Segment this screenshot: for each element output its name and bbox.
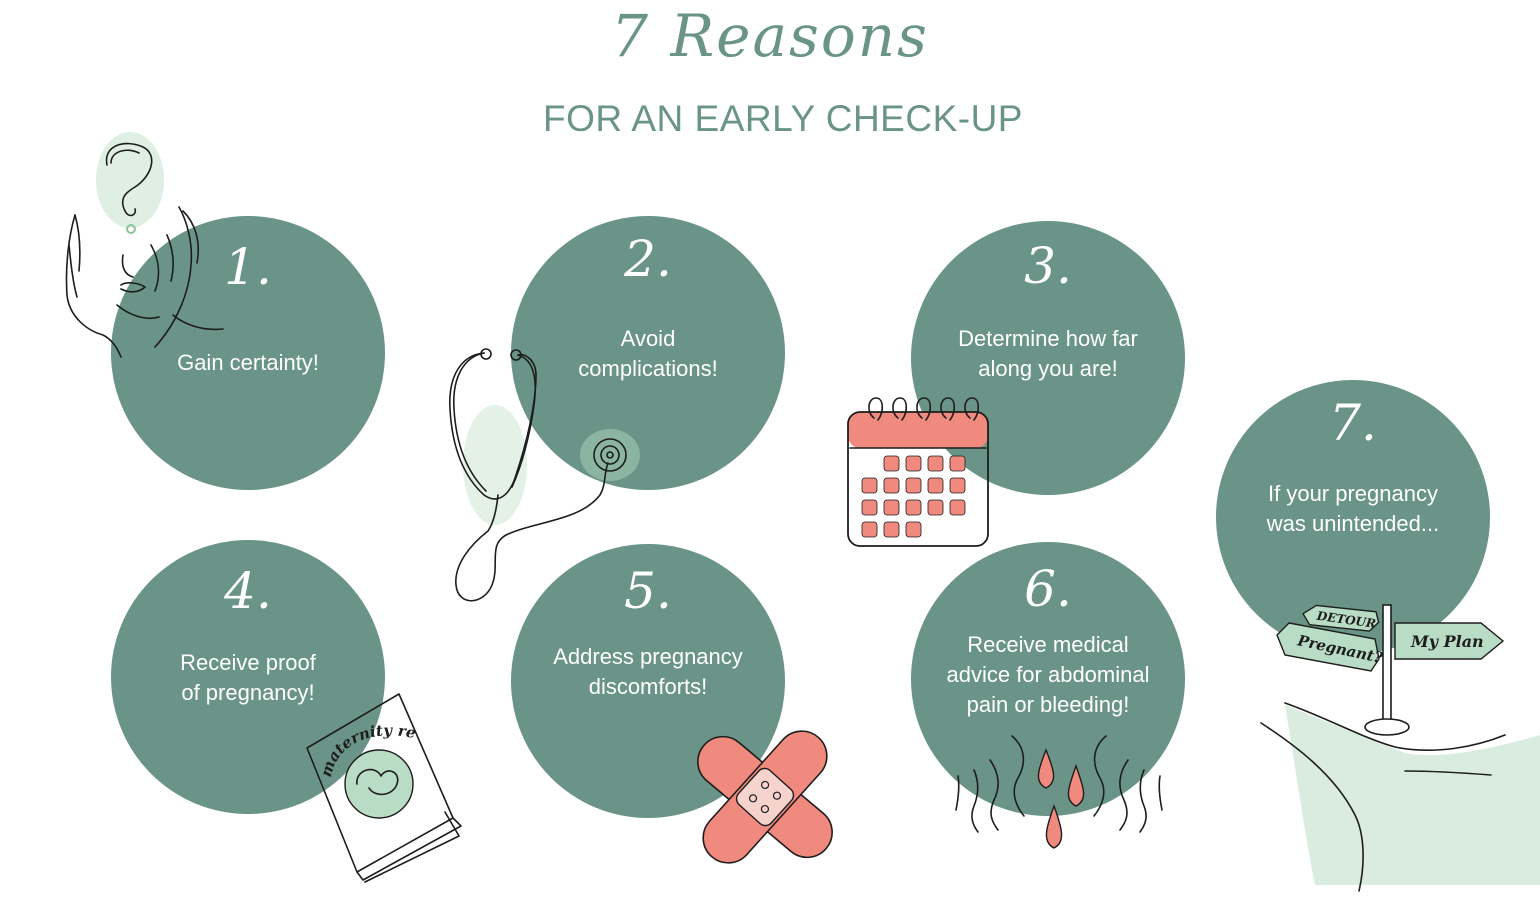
blood-drops-icon: [955, 735, 1163, 849]
calendar-day-square: [883, 521, 900, 538]
calendar-day-square: [861, 477, 878, 494]
calendar-day-square: [905, 455, 922, 472]
reason-line: advice for abdominal: [946, 662, 1150, 687]
reason-number: 5.: [624, 562, 672, 620]
question-face-icon: [65, 132, 224, 358]
calendar-day-square: [949, 455, 966, 472]
reason-line: If your pregnancy: [1268, 481, 1438, 506]
reason-number: 1.: [224, 238, 272, 296]
reason-text: Address pregnancy discomforts!: [525, 642, 771, 702]
calendar-day-square: [905, 477, 922, 494]
calendar-day-square: [949, 499, 966, 516]
calendar-day-square: [861, 521, 878, 538]
calendar-days: [861, 455, 966, 538]
calendar-day-square: [883, 455, 900, 472]
reason-line: Receive proof: [180, 650, 316, 675]
reason-number: 3.: [1024, 237, 1072, 295]
calendar-day-square: [927, 477, 944, 494]
reason-circle-6: 6. Receive medical advice for abdominal …: [911, 542, 1185, 816]
reason-line: Address pregnancy: [553, 644, 743, 669]
stethoscope-icon: [449, 348, 640, 602]
reason-line: discomforts!: [588, 674, 708, 699]
reason-line: was unintended...: [1266, 511, 1440, 536]
calendar-day-square: [883, 499, 900, 516]
reason-text: If your pregnancy was unintended...: [1230, 479, 1476, 539]
reason-text: Receive medical advice for abdominal pai…: [925, 630, 1171, 720]
reason-line: Determine how far: [958, 326, 1138, 351]
bandage-icon: [697, 730, 833, 864]
reason-number: 4.: [224, 562, 272, 620]
reason-line: along you are!: [978, 356, 1118, 381]
reason-circle-1: 1. Gain certainty!: [111, 216, 385, 490]
reason-number: 7.: [1329, 394, 1377, 452]
calendar-icon: [847, 397, 989, 547]
reason-line: Receive medical: [967, 632, 1129, 657]
calendar-day-square: [905, 499, 922, 516]
page-subtitle: FOR AN EARLY CHECK-UP: [543, 98, 1023, 139]
calendar-day-square: [949, 477, 966, 494]
signpost-icon: DETOUR Pregnant? My Plan: [1260, 604, 1540, 892]
reason-circle-2: 2. Avoid complications!: [511, 216, 785, 490]
reason-circle-3: 3. Determine how far along you are!: [911, 221, 1185, 495]
maternity-records-icon: maternity records: [290, 674, 462, 883]
calendar-day-square: [883, 477, 900, 494]
reason-text: Determine how far along you are!: [925, 324, 1171, 384]
calendar-day-square: [927, 499, 944, 516]
reason-text: Receive proof of pregnancy!: [125, 648, 371, 708]
calendar-day-square: [927, 455, 944, 472]
reason-text: Avoid complications!: [525, 324, 771, 384]
reason-line: Avoid: [620, 326, 676, 351]
reason-circle-7: 7. If your pregnancy was unintended...: [1216, 380, 1490, 654]
reason-text: Gain certainty!: [125, 348, 371, 378]
sign-my-plan: My Plan: [1410, 632, 1484, 651]
reason-line: complications!: [578, 356, 718, 381]
reason-line: Gain certainty!: [177, 350, 319, 375]
calendar-day-square: [861, 499, 878, 516]
script-title: 7 Reasons: [611, 2, 929, 70]
reason-number: 2.: [624, 230, 672, 288]
reason-line: of pregnancy!: [181, 680, 315, 705]
reason-number: 6.: [1024, 560, 1072, 618]
reason-line: pain or bleeding!: [966, 692, 1130, 717]
calendar-day-square: [905, 521, 922, 538]
reason-circle-4: 4. Receive proof of pregnancy!: [111, 540, 385, 814]
